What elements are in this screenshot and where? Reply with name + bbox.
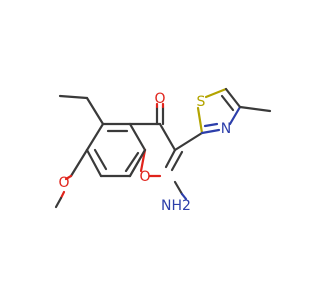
bond bbox=[69, 148, 89, 178]
bond bbox=[158, 122, 177, 152]
thiazole-nitrogen-label: N bbox=[221, 121, 231, 137]
bond bbox=[200, 128, 221, 135]
bond bbox=[228, 105, 242, 126]
bond bbox=[173, 180, 184, 196]
double-bond-inner bbox=[170, 150, 184, 172]
ring-oxygen-label: O bbox=[139, 169, 150, 185]
pyranone-ring bbox=[128, 102, 184, 178]
thiazole-sulfur-label: S bbox=[197, 94, 206, 110]
molecule-canvas: O O O S N NH2 bbox=[54, 87, 272, 214]
bond bbox=[180, 192, 188, 201]
methoxy-group bbox=[54, 148, 89, 209]
bond bbox=[139, 148, 147, 173]
bond bbox=[173, 131, 204, 152]
double-bond-inner bbox=[124, 151, 140, 173]
methoxy-oxygen-label: O bbox=[58, 175, 69, 191]
bond bbox=[59, 190, 66, 200]
bond bbox=[164, 148, 177, 169]
thiazole-ring bbox=[196, 87, 272, 135]
double-bond-inner bbox=[203, 122, 219, 128]
bond bbox=[224, 87, 242, 109]
bond bbox=[196, 106, 204, 135]
benzene-ring bbox=[85, 122, 147, 178]
double-bond-inner bbox=[93, 148, 108, 171]
bond bbox=[85, 96, 105, 126]
bond bbox=[204, 87, 228, 99]
ethyl-group bbox=[58, 94, 105, 126]
bond bbox=[128, 122, 147, 152]
bond bbox=[58, 94, 89, 100]
molecule-structure: O O O S N NH2 bbox=[54, 87, 272, 214]
double-bond-inner bbox=[220, 94, 235, 112]
bond bbox=[85, 148, 103, 178]
bond bbox=[64, 174, 73, 181]
bond bbox=[128, 148, 147, 178]
methyl-bond bbox=[238, 105, 272, 113]
bond bbox=[54, 196, 63, 209]
bond bbox=[85, 122, 105, 152]
amino-group-label: NH2 bbox=[161, 198, 191, 214]
ketone-oxygen-label: O bbox=[154, 91, 165, 107]
